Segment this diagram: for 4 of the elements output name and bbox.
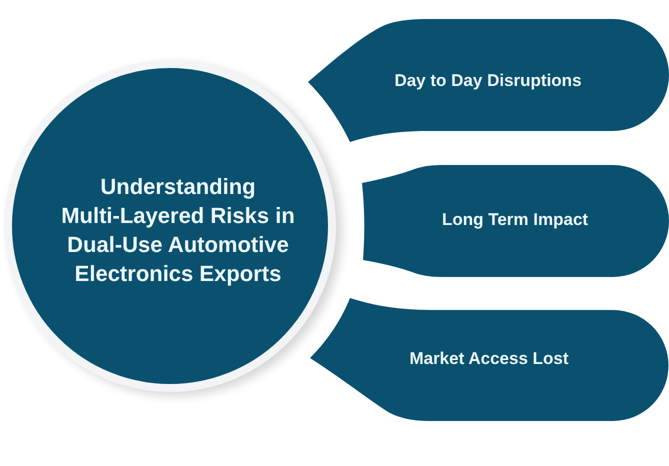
callout-text: Long Term Impact: [442, 209, 588, 231]
callout-text: Day to Day Disruptions: [394, 70, 582, 92]
topic-text: Understanding Multi-Layered Risks in Dual-Use Automotive Electronics Exports: [60, 173, 296, 288]
callout-text: Market Access Lost: [409, 348, 569, 370]
